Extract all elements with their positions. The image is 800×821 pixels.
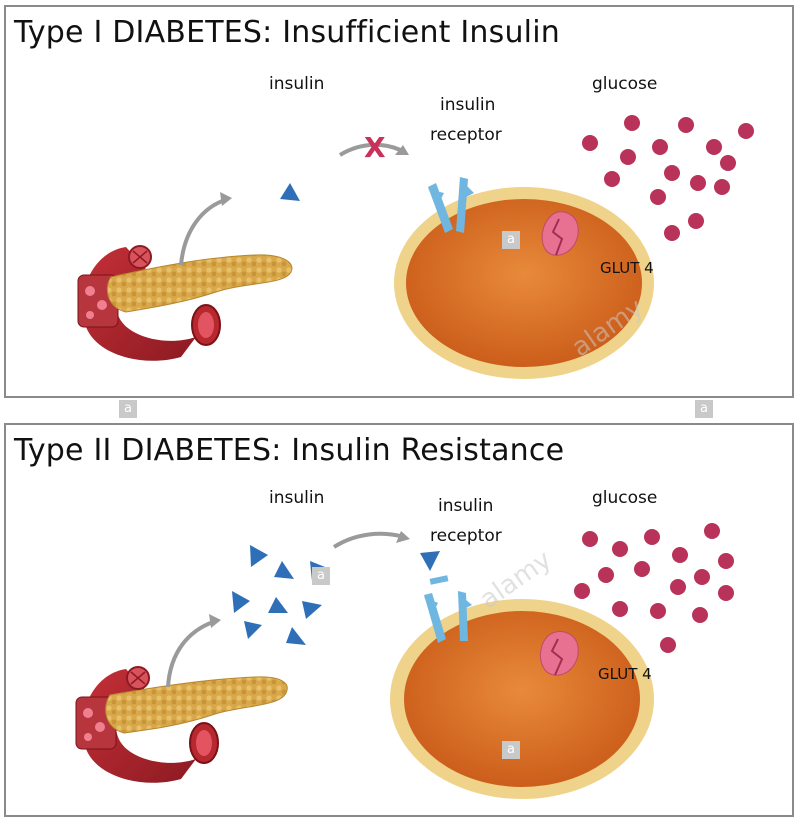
muscle-cell	[390, 599, 654, 799]
receptor-label-line1: insulin	[438, 496, 494, 516]
receptor-label-line1: insulin	[440, 95, 496, 115]
glucose-label: glucose	[592, 74, 658, 94]
receptor-label-line2: receptor	[430, 526, 502, 546]
block-x-icon: X	[364, 131, 386, 164]
panel-title: Type I DIABETES: Insufficient Insulin	[14, 15, 560, 50]
insulin-receptor	[428, 177, 474, 233]
watermark-box: a	[312, 567, 330, 585]
insulin-label: insulin	[269, 488, 325, 508]
insulin-label: insulin	[269, 74, 325, 94]
watermark-box: a	[502, 231, 520, 249]
secretion-arrow	[166, 619, 217, 688]
glut4-label: GLUT 4	[600, 259, 654, 277]
watermark-box: a	[119, 400, 137, 418]
pancreas-illustration	[75, 666, 288, 783]
glucose-molecules	[582, 115, 754, 241]
type1-illustration	[77, 115, 754, 379]
watermark-box: a	[695, 400, 713, 418]
insulin-receptor	[424, 575, 472, 643]
binding-arrow	[338, 142, 405, 157]
pancreas-illustration	[77, 245, 293, 361]
glucose-label: glucose	[592, 488, 658, 508]
watermark-box: a	[502, 741, 520, 759]
secretion-arrow	[179, 197, 229, 266]
glut4-label: GLUT 4	[598, 665, 652, 683]
glucose-molecules	[574, 523, 734, 653]
type1-panel: Type I DIABETES: Insufficient Insulin	[4, 5, 794, 398]
insulin-molecule	[280, 183, 300, 201]
type2-panel: Type II DIABETES: Insulin Resistance	[4, 423, 794, 817]
muscle-cell	[394, 187, 654, 379]
binding-arrow	[332, 531, 405, 549]
receptor-label-line2: receptor	[430, 125, 502, 145]
panel-title: Type II DIABETES: Insulin Resistance	[14, 433, 565, 468]
type2-illustration	[75, 523, 734, 799]
insulin-molecules	[232, 545, 440, 645]
